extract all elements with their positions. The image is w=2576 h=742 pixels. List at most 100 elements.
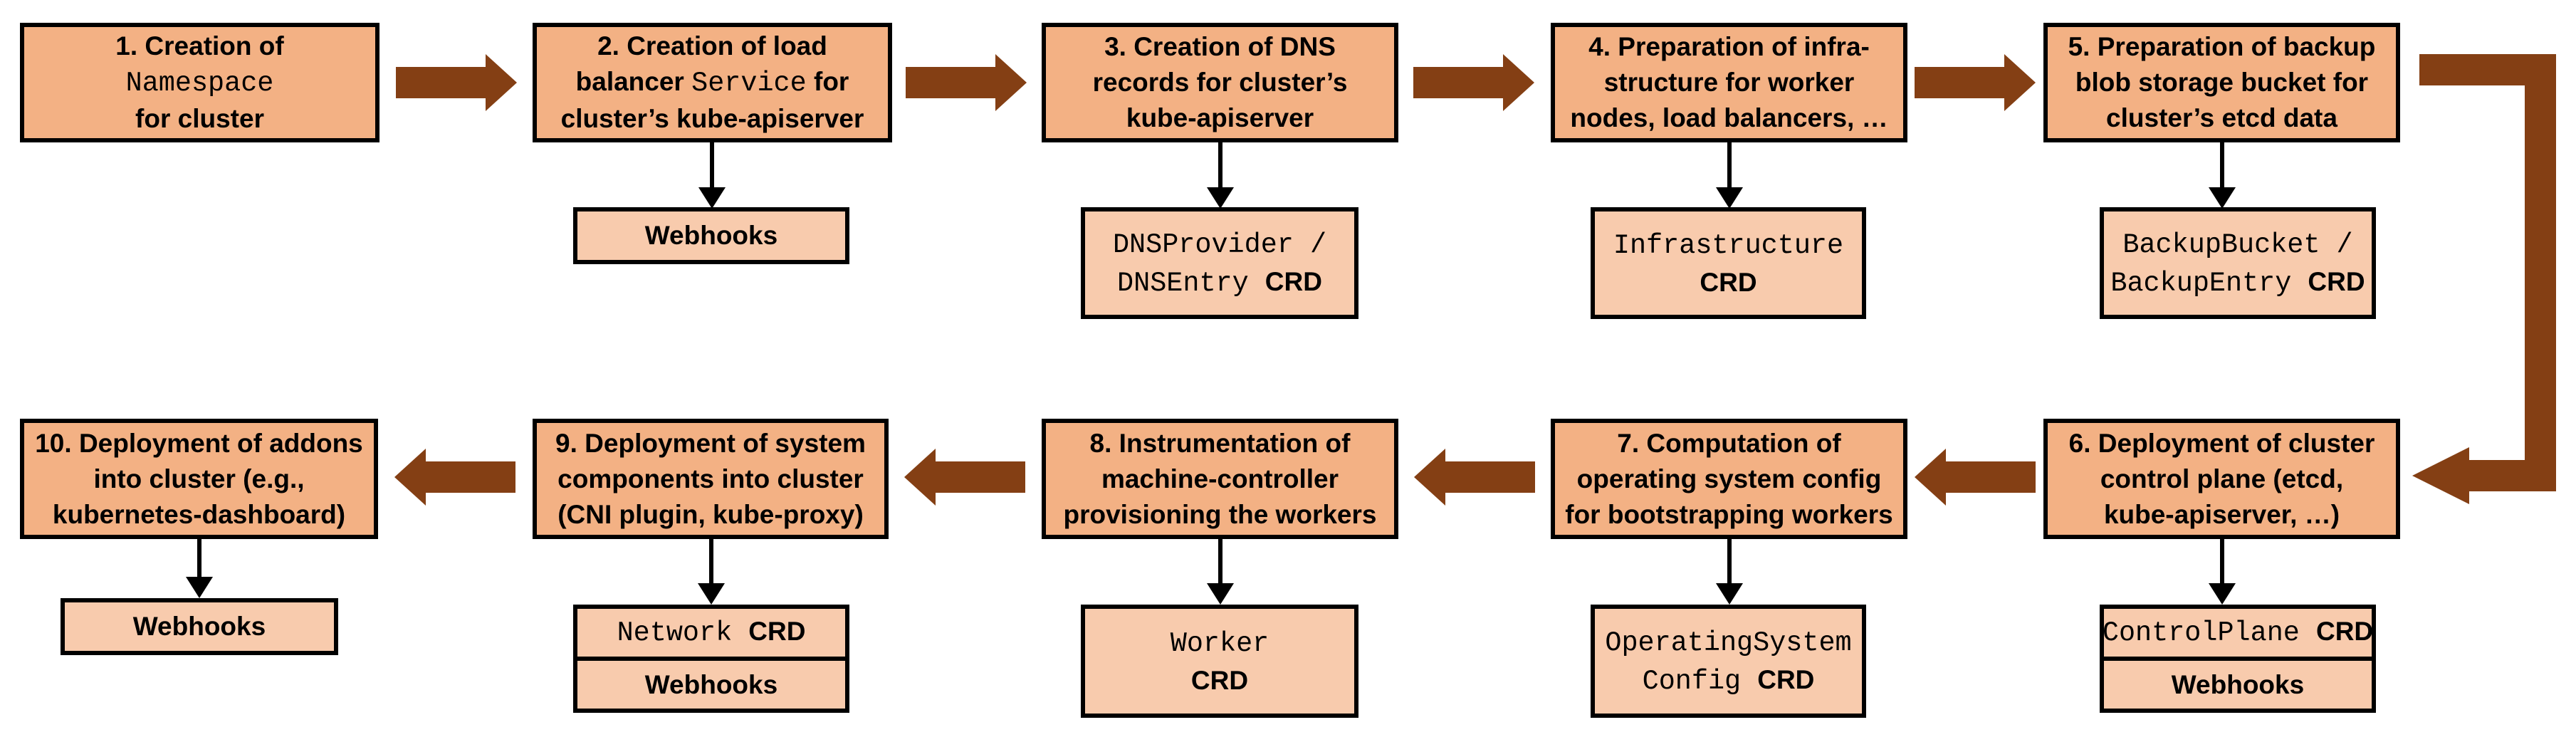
arrow-stem [2220, 539, 2224, 585]
text-line: operating system config [1576, 464, 1882, 493]
text-line: Webhooks [644, 669, 778, 699]
arrow-stem [709, 539, 713, 585]
text-line: Config CRD [1642, 664, 1815, 697]
text-line: Infrastructure [1613, 229, 1844, 261]
step-10-box: 10. Deployment of addons into cluster (e.… [20, 419, 378, 539]
text-line: DNSProvider / [1112, 229, 1327, 261]
text-line: Worker [1170, 627, 1269, 659]
text-line: into cluster (e.g., [93, 464, 305, 493]
down-arrow-step6-to-crd [2209, 539, 2236, 605]
down-arrow-step8-to-crd [1207, 539, 1234, 605]
arrow-head [1915, 449, 1946, 506]
arrow-head [394, 449, 426, 506]
arrow-head [1414, 449, 1445, 506]
text-line: nodes, load balancers, … [1570, 103, 1888, 132]
text-line: (CNI plugin, kube-proxy) [557, 499, 864, 529]
down-arrow-step7-to-crd [1716, 539, 1743, 605]
down-arrow-step10-to-webhooks [186, 539, 213, 598]
text-line: machine-controller [1101, 464, 1339, 493]
step-6-box: 6. Deployment of cluster control plane (e… [2043, 419, 2400, 539]
arrow-head [1207, 187, 1234, 209]
step-9-sub-stack: Network CRD Webhooks [573, 605, 849, 713]
text-line: Webhooks [644, 221, 778, 250]
arrow-head [904, 449, 936, 506]
down-arrow-step9-to-crd [698, 539, 725, 605]
arrow-stem [1218, 142, 1222, 189]
step-9-webhooks-cell: Webhooks [577, 657, 845, 709]
step-6-sub-stack: ControlPlane CRD Webhooks [2100, 605, 2376, 713]
arrow-shaft [1915, 67, 2004, 98]
arrow-head [1207, 583, 1234, 605]
flow-arrow-step1-to-step2 [396, 54, 517, 111]
down-arrow-step2-to-webhooks [698, 142, 726, 209]
arrow-stem [1727, 142, 1732, 189]
connector-step5-to-step6-arrow-head [2412, 447, 2469, 504]
text-line: for cluster [135, 104, 264, 133]
arrow-head [2209, 187, 2236, 209]
text-line: BackupBucket / [2122, 229, 2353, 261]
step-10-webhooks-box: Webhooks [61, 598, 338, 655]
text-line: CRD [1700, 267, 1757, 297]
text-line: Webhooks [2171, 669, 2305, 699]
text-line: 1. Creation of [115, 31, 284, 61]
flow-arrow-step6-to-step7 [1915, 449, 2036, 506]
step-3-dns-crd-box: DNSProvider / DNSEntry CRD [1081, 207, 1358, 319]
flow-arrow-step7-to-step8 [1414, 449, 1535, 506]
text-line: 8. Instrumentation of [1089, 428, 1351, 458]
text-line: 4. Preparation of infra- [1588, 32, 1870, 61]
step-6-webhooks-cell: Webhooks [2104, 657, 2372, 709]
arrow-shaft [426, 461, 515, 493]
arrow-head [995, 54, 1027, 111]
connector-step5-to-step6-bottom-segment [2469, 460, 2525, 491]
flow-arrow-step3-to-step4 [1413, 54, 1534, 111]
flow-arrow-step2-to-step3 [906, 54, 1027, 111]
text-line: control plane (etcd, [2100, 464, 2344, 493]
flow-arrow-step4-to-step5 [1915, 54, 2036, 111]
arrow-head [1503, 54, 1534, 111]
text-line: 10. Deployment of addons [35, 428, 363, 458]
arrow-stem [710, 142, 714, 189]
step-1-box: 1. Creation of Namespace for cluster [20, 23, 379, 142]
arrow-head [1716, 583, 1743, 605]
text-line: 2. Creation of load [597, 31, 827, 61]
text-line: OperatingSystem [1605, 627, 1852, 659]
text-line: 5. Preparation of backup [2068, 32, 2376, 61]
arrow-head [2209, 583, 2236, 605]
text-line: 3. Creation of DNS [1104, 32, 1336, 61]
text-line: CRD [1190, 665, 1249, 695]
flow-arrow-step8-to-step9 [904, 449, 1025, 506]
text-line: kube-apiserver [1126, 103, 1314, 132]
text-line: 7. Computation of [1617, 428, 1841, 458]
text-line: 6. Deployment of cluster [2068, 428, 2375, 458]
text-line: for bootstrapping workers [1565, 499, 1893, 529]
step-4-box: 4. Preparation of infra-structure for wo… [1551, 23, 1907, 142]
arrow-head [486, 54, 517, 111]
step-6-controlplane-crd-cell: ControlPlane CRD [2103, 609, 2373, 657]
text-line: DNSEntry CRD [1117, 266, 1322, 299]
arrow-head [698, 583, 725, 605]
text-line: 9. Deployment of system [555, 428, 866, 458]
text-line: cluster’s etcd data [2106, 103, 2337, 132]
arrow-shaft [1413, 67, 1503, 98]
arrow-shaft [906, 67, 995, 98]
step-7-box: 7. Computation of operating system config… [1551, 419, 1907, 539]
text-line: Network CRD [617, 617, 806, 649]
down-arrow-step4-to-crd [1716, 142, 1743, 209]
down-arrow-step5-to-crd [2209, 142, 2236, 209]
flow-arrow-step9-to-step10 [394, 449, 515, 506]
arrow-stem [197, 539, 201, 578]
connector-step5-to-step6-vertical-segment [2525, 54, 2556, 491]
arrow-stem [2220, 142, 2224, 189]
text-line: blob storage bucket for [2075, 68, 2369, 97]
step-5-backup-crd-box: BackupBucket /BackupEntry CRD [2100, 207, 2376, 319]
arrow-head [2004, 54, 2036, 111]
text-line: cluster’s kube-apiserver [560, 104, 864, 133]
text-line: Namespace [125, 68, 274, 99]
